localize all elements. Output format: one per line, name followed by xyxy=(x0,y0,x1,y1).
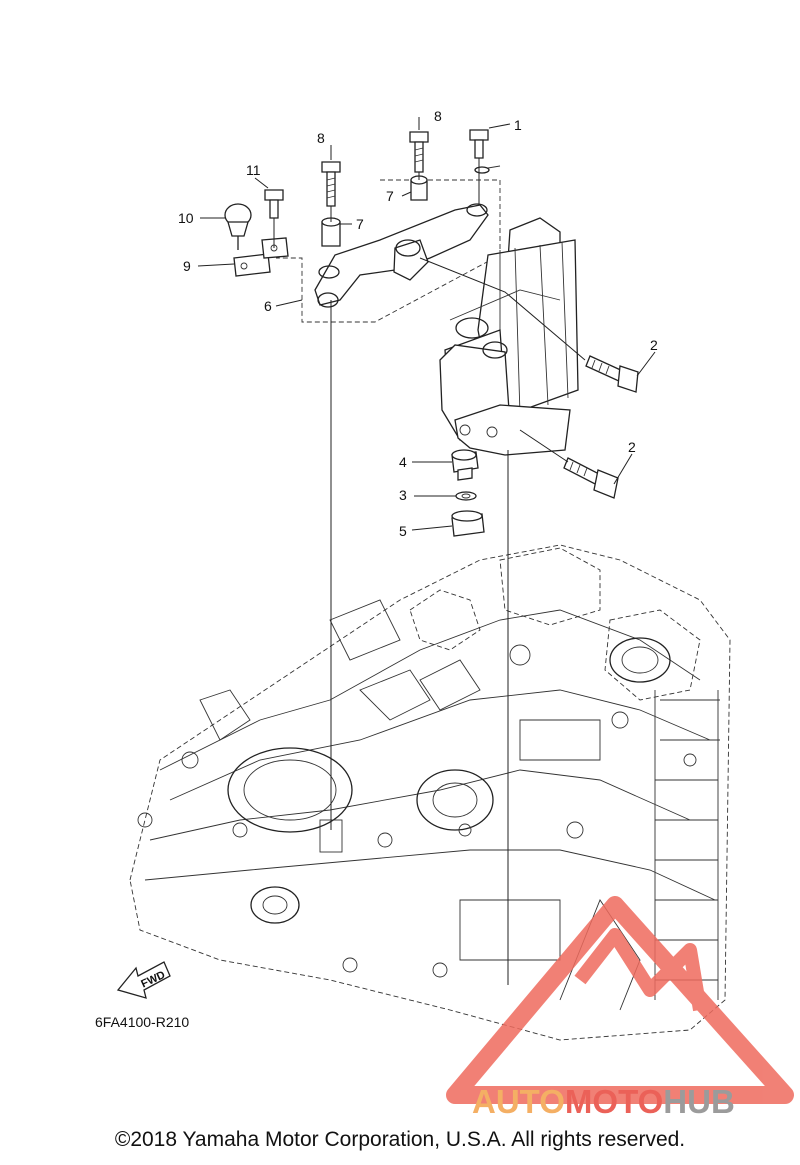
callout-4: 4 xyxy=(399,454,407,470)
washer-3 xyxy=(455,491,477,501)
callout-2-upper: 2 xyxy=(650,337,658,353)
bolt-2-lower xyxy=(563,457,619,499)
callout-5: 5 xyxy=(399,523,407,539)
callout-7-left: 7 xyxy=(356,216,364,232)
bolt-8-left xyxy=(321,161,341,207)
fwd-label: FWD xyxy=(139,969,167,990)
callout-3: 3 xyxy=(399,487,407,503)
logo-moto: MOTO xyxy=(565,1083,663,1120)
callout-11: 11 xyxy=(246,162,261,178)
starter-bracket xyxy=(314,203,489,308)
callout-6: 6 xyxy=(264,298,272,314)
callout-8-left: 8 xyxy=(317,130,325,146)
bolt-1 xyxy=(469,129,501,174)
sensor-10 xyxy=(224,203,252,250)
collar-7-left xyxy=(321,217,341,247)
nut-4 xyxy=(451,449,479,481)
callout-1: 1 xyxy=(514,117,522,133)
bolt-8-right xyxy=(409,131,429,173)
logo-hub: HUB xyxy=(663,1083,735,1120)
fwd-arrow-icon: FWD xyxy=(116,961,171,999)
logo-auto: AUTO xyxy=(472,1083,565,1120)
bolt-2-upper xyxy=(585,355,639,393)
plate-9 xyxy=(233,237,289,277)
callout-8-right: 8 xyxy=(434,108,442,124)
screw-11 xyxy=(264,189,284,219)
copyright-notice: ©2018 Yamaha Motor Corporation, U.S.A. A… xyxy=(114,1128,686,1151)
cap-5 xyxy=(451,510,485,537)
automotohub-logo: AUTOMOTOHUB xyxy=(446,896,794,1120)
callout-9: 9 xyxy=(183,258,191,274)
diagram-code: 6FA4100-R210 xyxy=(95,1014,189,1030)
engine-block xyxy=(129,544,731,1041)
callout-7-right: 7 xyxy=(386,188,394,204)
svg-text:AUTOMOTOHUB: AUTOMOTOHUB xyxy=(472,1083,735,1120)
bracket-assembly-box xyxy=(276,179,501,323)
callout-10: 10 xyxy=(178,210,194,226)
callout-2-lower: 2 xyxy=(628,439,636,455)
starter-motor xyxy=(439,217,579,456)
